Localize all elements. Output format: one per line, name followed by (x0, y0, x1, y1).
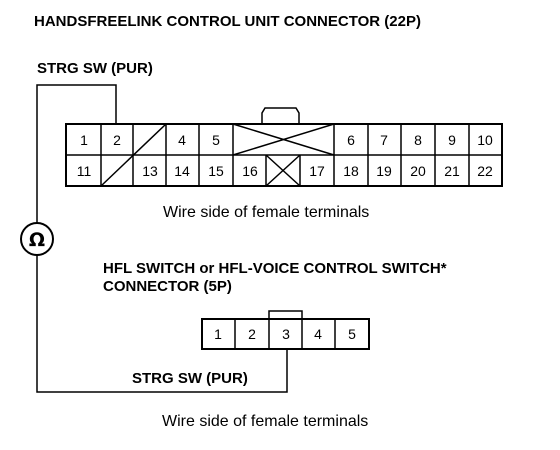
connector-5p: 1 2 3 4 5 (201, 310, 370, 350)
pin-22p-6: 6 (347, 132, 355, 148)
main-title: HANDSFREELINK CONTROL UNIT CONNECTOR (22… (34, 13, 421, 30)
top-connector-caption: Wire side of female terminals (163, 204, 369, 221)
pin-5p-3: 3 (282, 326, 290, 342)
pin-22p-17: 17 (309, 163, 325, 179)
pin-22p-22: 22 (477, 163, 493, 179)
pin-22p-16: 16 (242, 163, 258, 179)
bottom-title-line1: HFL SWITCH or HFL-VOICE CONTROL SWITCH* (103, 260, 447, 277)
pin-22p-4: 4 (178, 132, 186, 148)
bottom-wire-label: STRG SW (PUR) (132, 370, 248, 387)
pin-22p-10: 10 (477, 132, 493, 148)
pin-22p-15: 15 (208, 163, 224, 179)
pin-22p-8: 8 (414, 132, 422, 148)
pin-5p-2: 2 (248, 326, 256, 342)
pin-22p-13: 13 (142, 163, 158, 179)
blank-slot-diagonal (100, 123, 167, 187)
pin-22p-5: 5 (212, 132, 220, 148)
pin-22p-2: 2 (113, 132, 121, 148)
pin-22p-19: 19 (376, 163, 392, 179)
pin-22p-14: 14 (174, 163, 190, 179)
connector-22p: 1 2 4 5 6 7 8 9 10 11 13 14 15 16 17 18 … (65, 107, 503, 187)
pin-5p-1: 1 (214, 326, 222, 342)
pin-5p-5: 5 (348, 326, 356, 342)
wire-path (36, 84, 288, 393)
ohmmeter-icon: Ω (20, 222, 54, 256)
pin-22p-11: 11 (77, 163, 92, 179)
bottom-title-line2: CONNECTOR (5P) (103, 278, 232, 295)
ohm-symbol: Ω (29, 229, 45, 251)
pin-22p-9: 9 (448, 132, 456, 148)
pin-22p-18: 18 (343, 163, 359, 179)
top-wire-label: STRG SW (PUR) (37, 60, 153, 77)
bottom-connector-caption: Wire side of female terminals (162, 413, 368, 430)
pin-22p-21: 21 (444, 163, 460, 179)
pin-22p-1: 1 (80, 132, 88, 148)
pin-22p-20: 20 (410, 163, 426, 179)
pin-22p-7: 7 (380, 132, 388, 148)
pin-5p-4: 4 (314, 326, 322, 342)
